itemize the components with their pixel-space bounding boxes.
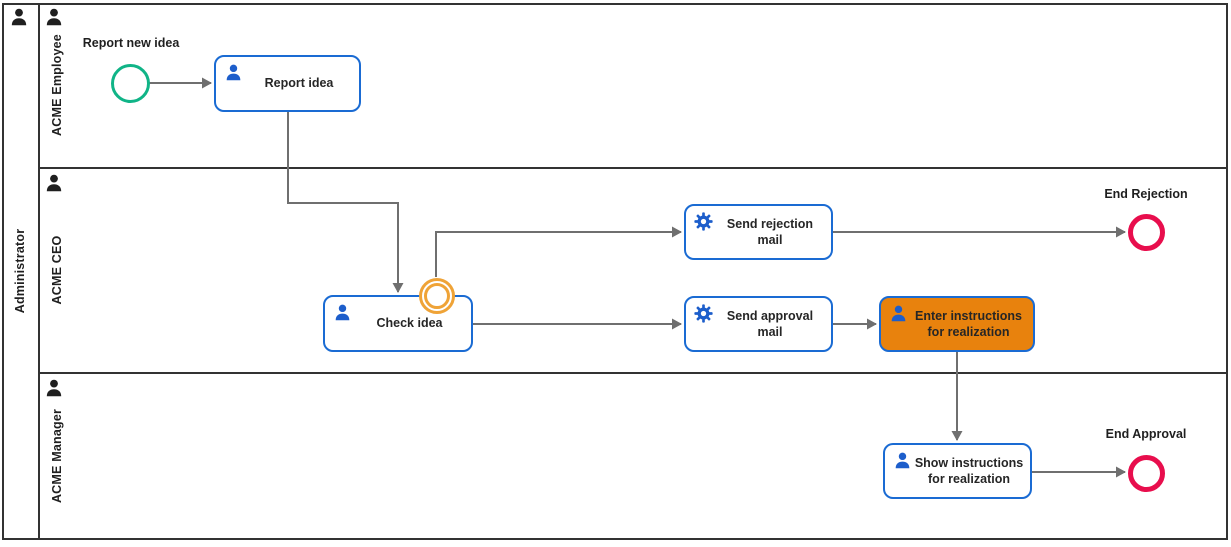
- start-event[interactable]: [111, 64, 150, 103]
- user-icon: [335, 304, 350, 321]
- task-label: Enter instructions for realization: [915, 308, 1022, 339]
- boundary-event[interactable]: [419, 278, 455, 314]
- flow-boundary-to-send-rejection[interactable]: [435, 226, 682, 277]
- user-icon: [46, 8, 62, 26]
- end-event-approval[interactable]: [1128, 455, 1165, 492]
- user-icon: [891, 305, 906, 322]
- user-icon: [11, 8, 27, 26]
- flow-report-idea-to-check-idea[interactable]: [287, 112, 404, 293]
- end-approval-label: End Approval: [1105, 427, 1187, 441]
- user-icon: [46, 174, 62, 192]
- start-event-label: Report new idea: [82, 36, 180, 50]
- task-report-idea[interactable]: Report idea: [214, 55, 361, 112]
- end-event-rejection[interactable]: [1128, 214, 1165, 251]
- gear-icon: [694, 212, 713, 231]
- pool-administrator[interactable]: [2, 3, 1228, 540]
- task-send-approval-mail[interactable]: Send approval mail: [684, 296, 833, 352]
- task-label: Report idea: [264, 76, 334, 91]
- user-icon: [226, 64, 241, 81]
- task-send-rejection-mail[interactable]: Send rejection mail: [684, 204, 833, 260]
- task-label: Show instructions for realization: [914, 455, 1024, 486]
- lane-divider-1: [38, 167, 1228, 169]
- task-enter-instructions[interactable]: Enter instructions for realization: [879, 296, 1035, 352]
- task-label: Check idea: [376, 316, 443, 331]
- task-show-instructions[interactable]: Show instructions for realization: [883, 443, 1032, 499]
- user-icon: [46, 379, 62, 397]
- user-icon: [895, 452, 910, 469]
- lane-divider-2: [38, 372, 1228, 374]
- pool-header-divider: [38, 3, 40, 540]
- task-label: Send approval mail: [726, 308, 814, 339]
- end-rejection-label: End Rejection: [1104, 187, 1188, 201]
- task-label: Send rejection mail: [726, 216, 814, 247]
- gear-icon: [694, 304, 713, 323]
- boundary-event-inner-ring: [424, 283, 450, 309]
